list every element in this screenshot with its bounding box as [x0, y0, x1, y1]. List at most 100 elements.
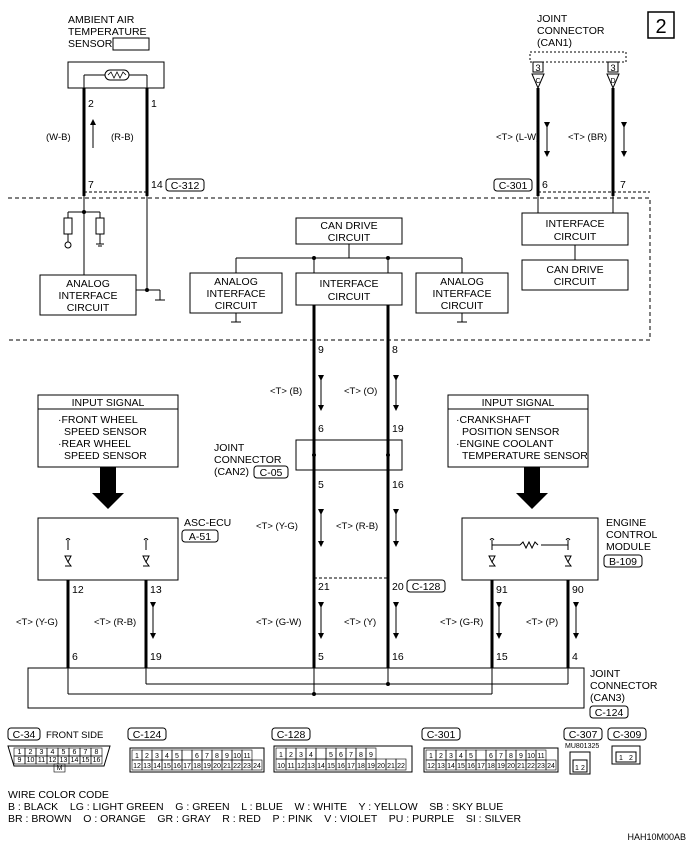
svg-text:CIRCUIT: CIRCUIT	[67, 302, 110, 314]
wire-can-lw: <T> (L-W)	[496, 132, 539, 143]
pin-label: 17	[347, 763, 355, 770]
svg-text:90: 90	[572, 584, 584, 596]
svg-text:CIRCUIT: CIRCUIT	[328, 291, 371, 303]
ambient-air-sensor: AMBIENT AIR TEMPERATURE SENSOR	[67, 14, 165, 89]
pin-label: 12	[133, 763, 141, 770]
pin-14: 14	[151, 179, 163, 191]
pin-label: 3	[155, 753, 159, 760]
pin-label: 6	[73, 749, 77, 756]
svg-text:CAN DRIVE: CAN DRIVE	[546, 264, 603, 276]
pin-label: 18	[487, 763, 495, 770]
svg-text:1: 1	[575, 765, 579, 772]
color-code-line2: BR : BROWN O : ORANGE GR : GRAY R : RED …	[8, 813, 521, 825]
svg-text:C-05: C-05	[260, 467, 283, 479]
pin-label: 24	[547, 763, 555, 770]
svg-text:(CAN3): (CAN3)	[590, 692, 625, 704]
svg-text:5: 5	[318, 479, 324, 491]
svg-text:A-51: A-51	[189, 531, 211, 543]
svg-text:INTERFACE: INTERFACE	[433, 288, 492, 300]
svg-text:<T> (Y-G): <T> (Y-G)	[16, 617, 58, 628]
svg-text:C-124: C-124	[133, 729, 162, 741]
pin-cell	[475, 749, 487, 761]
svg-text:MU801325: MU801325	[565, 743, 599, 750]
svg-text:<T> (Y): <T> (Y)	[344, 617, 376, 628]
pin-cell	[53, 763, 66, 773]
conn-c301: C-301	[499, 180, 528, 192]
pin-label: 1	[135, 753, 139, 760]
svg-text:C-128: C-128	[412, 581, 441, 593]
pin-label: 22	[397, 763, 405, 770]
pin-label: 21	[387, 763, 395, 770]
page-number-box	[647, 11, 675, 39]
pin-label: 13	[60, 757, 68, 764]
svg-text:<T> (R-B): <T> (R-B)	[94, 617, 136, 628]
svg-text:C-128: C-128	[277, 729, 306, 741]
pin-label: 23	[243, 763, 251, 770]
svg-text:(CAN1): (CAN1)	[537, 37, 572, 49]
svg-text:C-307: C-307	[569, 729, 598, 741]
pin-label: 17	[477, 763, 485, 770]
pin-label: 22	[527, 763, 535, 770]
pin-label: 16	[337, 763, 345, 770]
pin-label: 5	[469, 753, 473, 760]
pin-1: 1	[151, 98, 157, 110]
pin-label: 15	[457, 763, 465, 770]
svg-text:8: 8	[392, 344, 398, 356]
svg-text:91: 91	[496, 584, 508, 596]
pin-label: 5	[175, 753, 179, 760]
pin-label: 16	[467, 763, 475, 770]
wire-color-rb: (R-B)	[111, 132, 134, 143]
pin-cell	[251, 759, 263, 771]
svg-text:2: 2	[629, 755, 633, 762]
svg-text:CIRCUIT: CIRCUIT	[554, 231, 597, 243]
pin-label: 9	[18, 757, 22, 764]
pin-label: 12	[49, 757, 57, 764]
pin-label: 11	[537, 753, 544, 760]
pin-label: 6	[339, 752, 343, 759]
pin-label: 14	[317, 763, 325, 770]
sensor-connector-box	[112, 37, 150, 51]
svg-text:3: 3	[535, 63, 540, 74]
svg-text:MODULE: MODULE	[606, 541, 651, 553]
svg-text:16: 16	[392, 479, 404, 491]
pin-label: M	[57, 765, 63, 772]
pin-label: 8	[359, 752, 363, 759]
pin-cell	[315, 747, 327, 760]
pin-label: 2	[289, 752, 293, 759]
pin-label: 15	[163, 763, 171, 770]
svg-text:5: 5	[318, 651, 324, 663]
svg-text:19: 19	[392, 423, 404, 435]
svg-text:D: D	[610, 78, 615, 85]
pin-label: 13	[437, 763, 445, 770]
svg-text:<T> (G-R): <T> (G-R)	[440, 617, 483, 628]
pin-cell	[395, 758, 407, 771]
pin-label: 4	[459, 753, 463, 760]
pin-label: 6	[489, 753, 493, 760]
svg-text:13: 13	[150, 584, 162, 596]
pin-label: 19	[497, 763, 505, 770]
pin-label: 9	[369, 752, 373, 759]
pin-label: 10	[27, 757, 35, 764]
pin-label: 1	[429, 753, 433, 760]
svg-text:CONNECTOR: CONNECTOR	[590, 680, 658, 692]
pin-cell	[545, 759, 557, 771]
svg-text:INTERFACE: INTERFACE	[320, 278, 379, 290]
svg-text:<T> (Y-G): <T> (Y-G)	[256, 521, 298, 532]
svg-text:·REAR WHEEL: ·REAR WHEEL	[58, 438, 131, 450]
svg-text:15: 15	[496, 651, 508, 663]
pin-label: 21	[517, 763, 525, 770]
pin-label: 10	[277, 763, 285, 770]
pin-label: 13	[307, 763, 315, 770]
svg-text:B-109: B-109	[609, 556, 637, 568]
asc-ecu	[37, 517, 179, 581]
svg-text:INPUT SIGNAL: INPUT SIGNAL	[72, 397, 145, 409]
svg-text:INTERFACE: INTERFACE	[546, 218, 605, 230]
wire-can-br: <T> (BR)	[568, 132, 607, 143]
pin-label: 5	[62, 749, 66, 756]
pin-label: 11	[243, 753, 250, 760]
pin-label: 3	[40, 749, 44, 756]
